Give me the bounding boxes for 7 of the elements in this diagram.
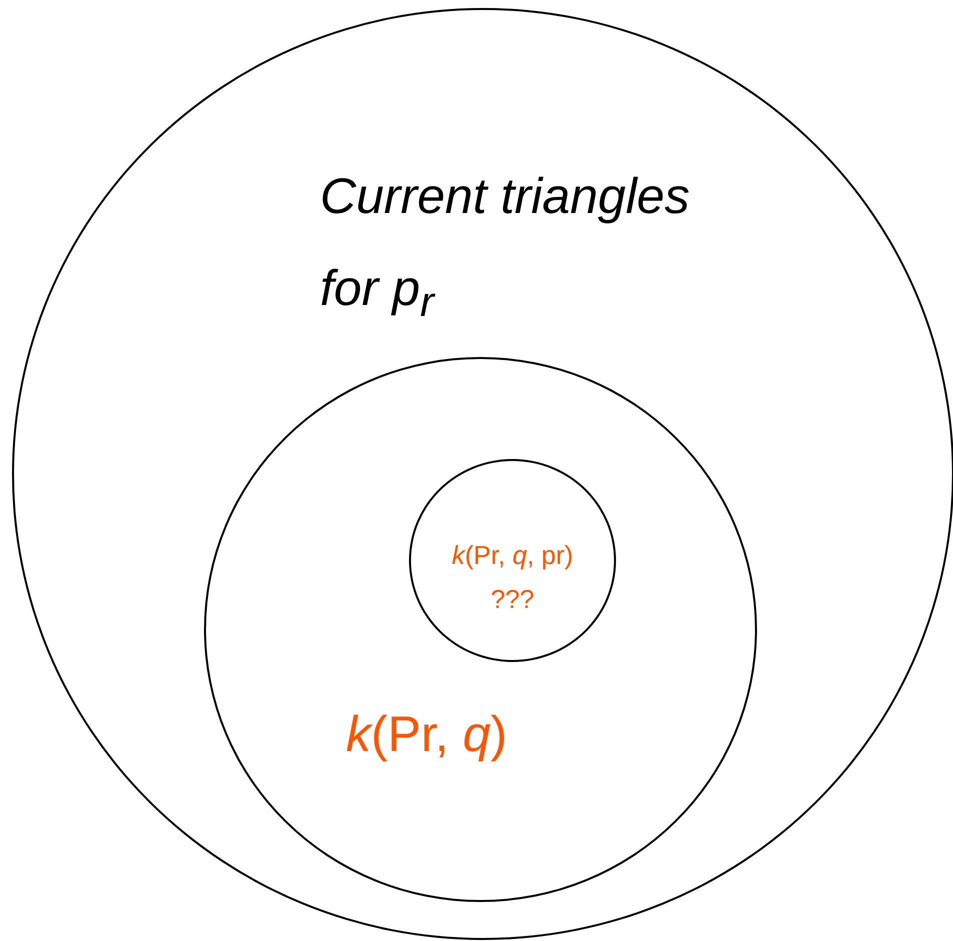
circle-label: Current triangles for p$_{r}$ <box>320 167 691 327</box>
middle-circle <box>204 357 757 902</box>
outer-circle <box>12 8 953 940</box>
circle-label: k(Pr, q) <box>346 705 508 764</box>
inner-circle <box>409 459 616 662</box>
circle-label: ??? <box>490 583 536 615</box>
circle-label: k(Pr, q, pr) <box>450 539 574 571</box>
